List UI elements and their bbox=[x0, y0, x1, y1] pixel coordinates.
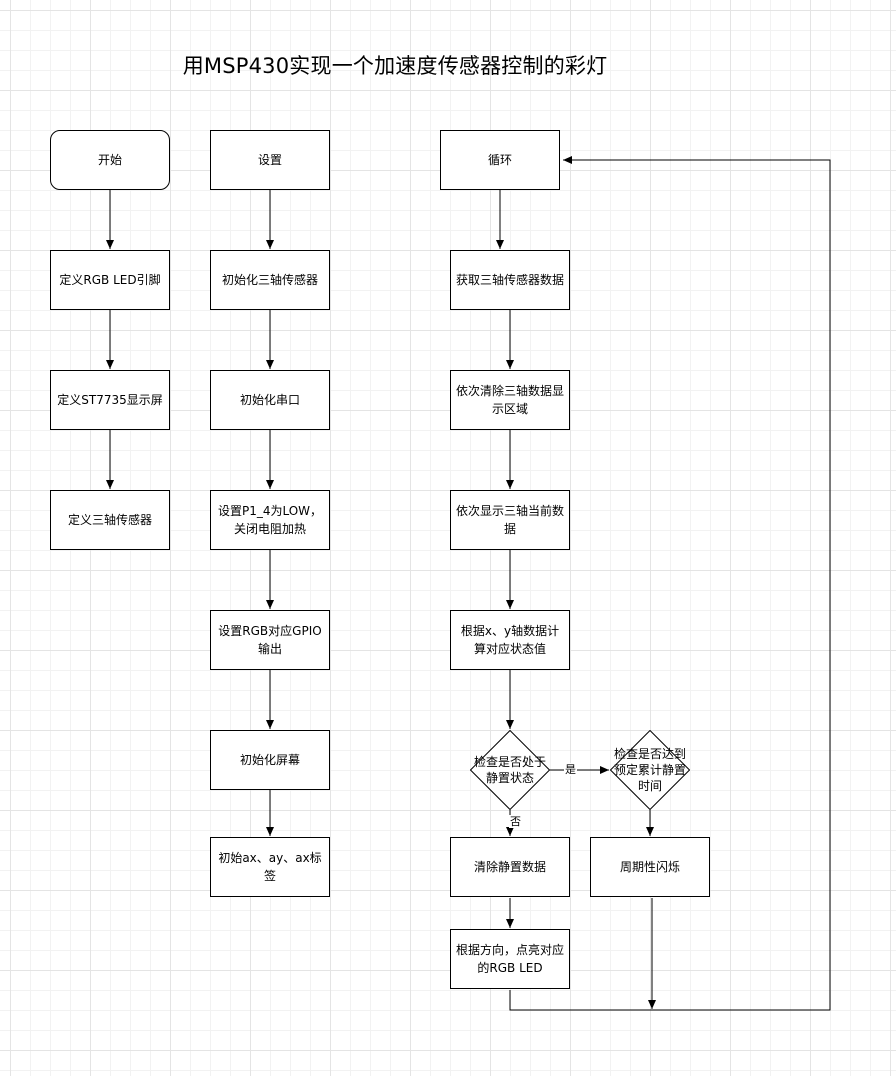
node-loop[interactable]: 循环 bbox=[440, 130, 560, 190]
node-calc-state-value[interactable]: 根据x、y轴数据计算对应状态值 bbox=[450, 610, 570, 670]
node-define-rgb-led-pins[interactable]: 定义RGB LED引脚 bbox=[50, 250, 170, 310]
node-clear-display-area[interactable]: 依次清除三轴数据显示区域 bbox=[450, 370, 570, 430]
diagram-title: 用MSP430实现一个加速度传感器控制的彩灯 bbox=[182, 54, 608, 78]
node-set-rgb-gpio-output[interactable]: 设置RGB对应GPIO输出 bbox=[210, 610, 330, 670]
node-setup[interactable]: 设置 bbox=[210, 130, 330, 190]
decision-shape bbox=[470, 730, 550, 810]
node-show-current-data[interactable]: 依次显示三轴当前数据 bbox=[450, 490, 570, 550]
node-init-3axis-sensor[interactable]: 初始化三轴传感器 bbox=[210, 250, 330, 310]
node-define-st7735-display[interactable]: 定义ST7735显示屏 bbox=[50, 370, 170, 430]
node-clear-static-data[interactable]: 清除静置数据 bbox=[450, 837, 570, 897]
decision-check-static[interactable]: 检查是否处于静置状态 bbox=[470, 730, 550, 810]
node-init-screen[interactable]: 初始化屏幕 bbox=[210, 730, 330, 790]
node-get-sensor-data[interactable]: 获取三轴传感器数据 bbox=[450, 250, 570, 310]
decision-check-static-label: 检查是否处于静置状态 bbox=[473, 755, 546, 785]
node-start[interactable]: 开始 bbox=[50, 130, 170, 190]
decision-shape bbox=[610, 730, 690, 810]
node-light-rgb-led[interactable]: 根据方向，点亮对应的RGB LED bbox=[450, 929, 570, 989]
edge-loop-back bbox=[509, 156, 831, 1011]
node-init-serial[interactable]: 初始化串口 bbox=[210, 370, 330, 430]
node-set-p14-low[interactable]: 设置P1_4为LOW，关闭电阻加热 bbox=[210, 490, 330, 550]
node-periodic-blink[interactable]: 周期性闪烁 bbox=[590, 837, 710, 897]
decision-check-static-time[interactable]: 检查是否达到预定累计静置时间 bbox=[610, 730, 690, 810]
edge-label-no: 否 bbox=[509, 815, 522, 828]
edge-label-yes: 是 bbox=[564, 763, 577, 776]
node-init-labels[interactable]: 初始ax、ay、ax标签 bbox=[210, 837, 330, 897]
decision-check-static-time-label: 检查是否达到预定累计静置时间 bbox=[613, 747, 686, 793]
node-define-3axis-sensor[interactable]: 定义三轴传感器 bbox=[50, 490, 170, 550]
